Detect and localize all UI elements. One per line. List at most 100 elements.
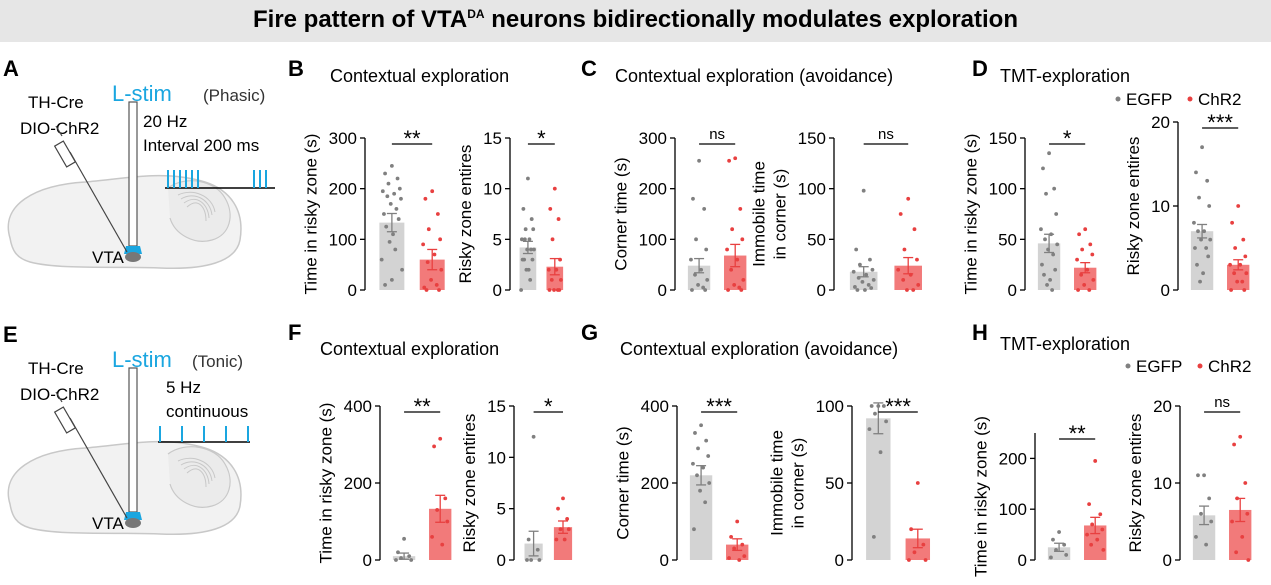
y-tick-label: 400	[344, 397, 372, 416]
legend-chr2-dot	[1187, 96, 1193, 102]
data-point-chr2	[556, 506, 560, 511]
data-point-egfp	[692, 527, 696, 532]
data-point-chr2	[558, 257, 562, 262]
data-point-egfp	[1202, 473, 1206, 478]
data-point-chr2	[737, 558, 742, 562]
data-point-egfp	[394, 207, 399, 211]
data-point-chr2	[562, 537, 567, 542]
data-point-chr2	[1228, 262, 1232, 267]
data-point-egfp	[1201, 271, 1205, 276]
figure-title: Fire pattern of VTADA neurons bidirectio…	[0, 6, 1271, 34]
data-point-egfp	[1040, 262, 1044, 267]
data-point-chr2	[1232, 442, 1237, 447]
data-point-chr2	[1087, 502, 1092, 507]
syringe-barrel	[53, 140, 77, 168]
y-tick-label: 0	[817, 281, 826, 300]
y-tick-label: 300	[639, 129, 667, 148]
panel-letter-B: B	[288, 56, 304, 81]
legend-egfp-dot	[1115, 96, 1121, 102]
data-point-chr2	[916, 283, 921, 287]
panel-letter-G: G	[581, 320, 598, 345]
data-point-egfp	[1048, 277, 1052, 282]
data-point-egfp	[1041, 166, 1045, 171]
y-tick-label: 0	[348, 281, 357, 300]
data-point-egfp	[699, 423, 703, 428]
data-point-chr2	[912, 227, 917, 232]
data-point-chr2	[432, 252, 437, 257]
data-point-egfp	[531, 227, 536, 232]
data-point-egfp	[523, 227, 528, 232]
data-point-egfp	[396, 550, 400, 555]
data-point-chr2	[429, 277, 433, 282]
data-point-chr2	[424, 288, 429, 292]
data-point-chr2	[550, 237, 555, 242]
data-point-chr2	[1083, 227, 1088, 232]
data-point-chr2	[435, 508, 440, 512]
panel-letter-A: A	[3, 56, 19, 81]
bar-egfp	[1190, 231, 1214, 290]
data-point-egfp	[1045, 283, 1049, 287]
data-point-egfp	[870, 267, 875, 272]
y-tick-label: 400	[641, 397, 669, 416]
data-point-egfp	[856, 275, 861, 280]
data-point-egfp	[1207, 496, 1212, 501]
data-point-egfp	[855, 288, 860, 292]
data-point-egfp	[691, 461, 695, 466]
data-point-chr2	[425, 260, 430, 265]
data-point-egfp	[854, 247, 859, 252]
region-label: VTA	[92, 248, 124, 267]
data-point-chr2	[1242, 288, 1247, 292]
data-point-chr2	[1230, 519, 1234, 524]
data-point-chr2	[1088, 242, 1093, 247]
data-point-chr2	[1246, 558, 1251, 562]
panel-title-F: Contextual exploration	[320, 339, 499, 359]
panel-title-D: TMT-exploration	[1000, 66, 1130, 86]
data-point-chr2	[1235, 496, 1240, 501]
data-point-chr2	[434, 283, 439, 287]
y-tick-label: 100	[999, 500, 1027, 519]
data-point-chr2	[554, 537, 559, 542]
y-tick-label: 10	[483, 180, 502, 199]
data-point-chr2	[445, 519, 450, 524]
y-axis-label: Risky zone entires	[456, 145, 475, 284]
data-point-egfp	[1044, 191, 1048, 196]
data-point-chr2	[908, 272, 913, 277]
significance-label: ***	[706, 394, 732, 419]
y-axis-label: Time in risky zone (s)	[317, 403, 336, 564]
data-point-egfp	[1194, 535, 1198, 539]
data-point-egfp	[1196, 229, 1200, 234]
pulse-detail-label: continuous	[166, 402, 248, 421]
y-tick-label: 20	[1151, 113, 1170, 132]
data-point-chr2	[905, 288, 909, 292]
data-point-chr2	[1089, 542, 1094, 547]
data-point-egfp	[1053, 267, 1058, 272]
mouse-line-label: TH-Cre	[28, 93, 84, 112]
data-point-egfp	[1050, 288, 1055, 292]
vta-region-marker	[125, 518, 141, 528]
data-point-egfp	[393, 247, 398, 252]
stim-label: L-stim	[112, 347, 172, 372]
data-point-egfp	[693, 272, 697, 277]
y-tick-label: 0	[660, 551, 669, 570]
data-point-egfp	[873, 411, 877, 416]
data-point-egfp	[698, 488, 702, 493]
data-point-chr2	[901, 277, 906, 282]
y-axis-label: Risky zone entires	[460, 414, 479, 553]
bar-egfp	[689, 475, 713, 560]
data-point-egfp	[1054, 212, 1059, 216]
data-point-chr2	[430, 189, 435, 194]
legend-chr2-label: ChR2	[1198, 90, 1241, 109]
syringe-plunger	[55, 125, 63, 137]
data-point-egfp	[1205, 178, 1210, 183]
data-point-chr2	[552, 288, 556, 292]
data-point-egfp	[867, 427, 872, 431]
cerebellum-fold	[183, 464, 210, 485]
data-point-egfp	[1209, 519, 1214, 524]
data-point-chr2	[738, 207, 743, 211]
virus-label: DIO-ChR2	[20, 119, 99, 138]
data-point-chr2	[558, 527, 563, 532]
cerebellum-fold	[180, 195, 213, 216]
